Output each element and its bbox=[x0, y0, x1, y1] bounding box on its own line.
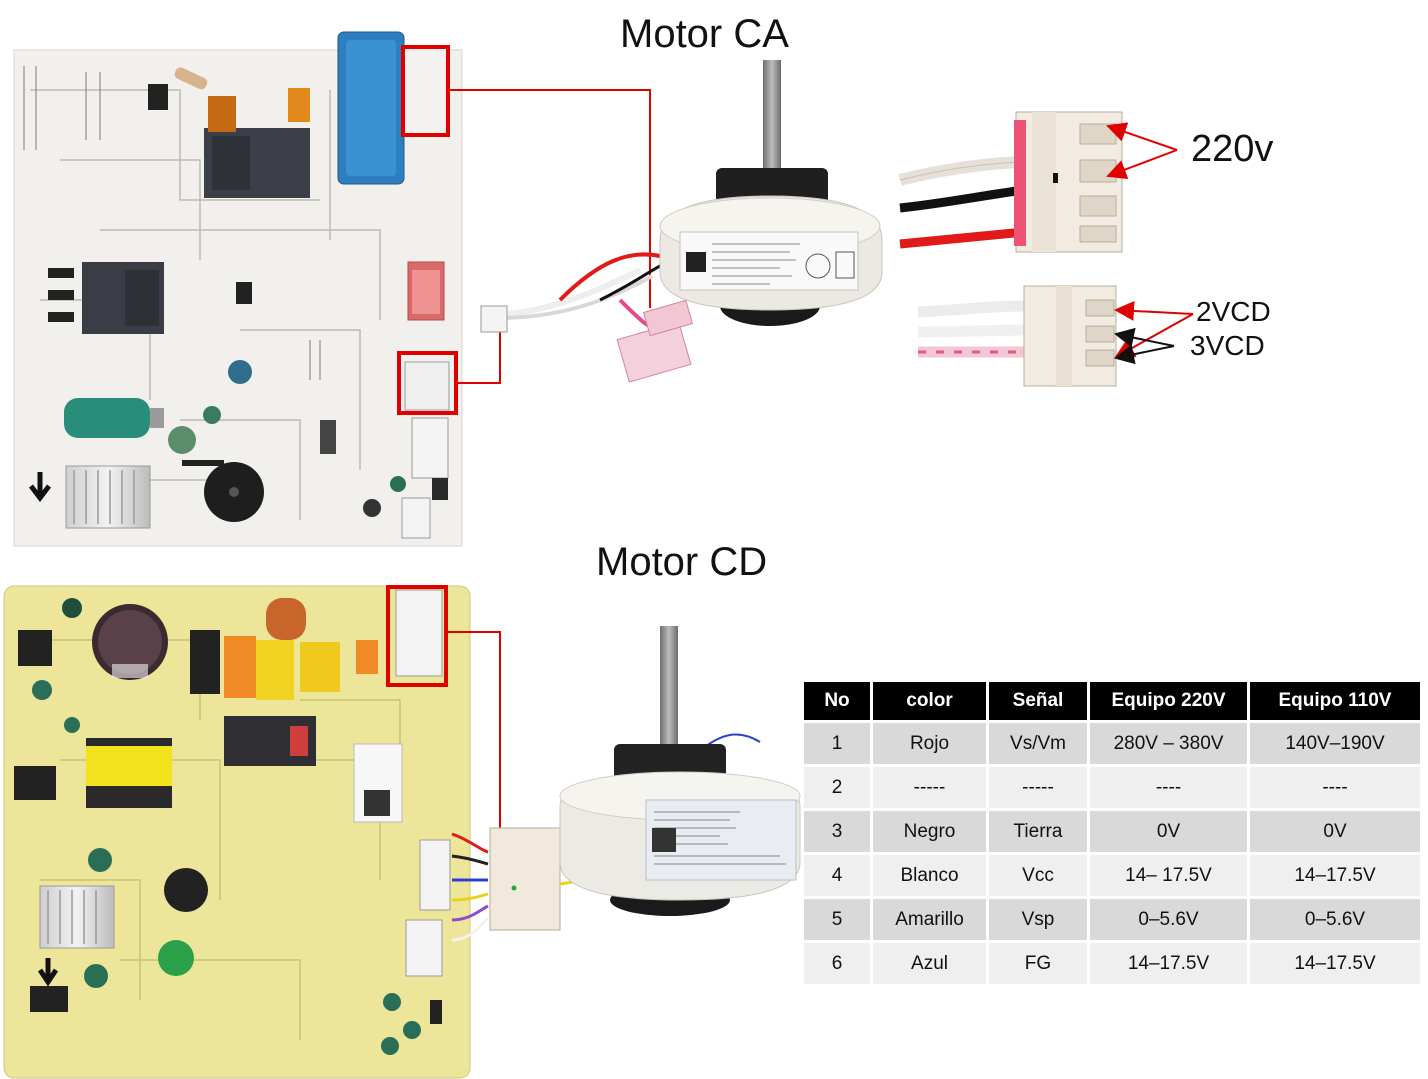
ac-signal-connector-detail bbox=[917, 285, 1194, 387]
cell-220v: ---- bbox=[1090, 767, 1247, 808]
cell-110v: 14–17.5V bbox=[1250, 943, 1420, 984]
cell-no: 2 bbox=[804, 767, 870, 808]
dc-fan-motor bbox=[451, 626, 801, 942]
header-no: No bbox=[804, 682, 870, 720]
ac-control-board bbox=[13, 31, 463, 547]
cell-220v: 14–17.5V bbox=[1090, 943, 1247, 984]
cell-no: 5 bbox=[804, 899, 870, 940]
cell-color: ----- bbox=[873, 767, 986, 808]
cell-color: Azul bbox=[873, 943, 986, 984]
cell-110v: 0–5.6V bbox=[1250, 899, 1420, 940]
cell-no: 6 bbox=[804, 943, 870, 984]
cell-220v: 280V – 380V bbox=[1090, 723, 1247, 764]
ac-power-connector-detail bbox=[898, 111, 1178, 253]
cell-220v: 0–5.6V bbox=[1090, 899, 1247, 940]
cell-220v: 14– 17.5V bbox=[1090, 855, 1247, 896]
dc-board-motor-connector-highlight bbox=[386, 585, 448, 687]
cell-no: 1 bbox=[804, 723, 870, 764]
cell-signal: ----- bbox=[989, 767, 1087, 808]
ac-signal-leader-line bbox=[456, 325, 501, 384]
cell-color: Rojo bbox=[873, 723, 986, 764]
header-color: color bbox=[873, 682, 986, 720]
cell-color: Negro bbox=[873, 811, 986, 852]
table-row: 1 Rojo Vs/Vm 280V – 380V 140V–190V bbox=[804, 723, 1420, 764]
dc-motor-title: Motor CD bbox=[596, 540, 768, 584]
cell-110v: 140V–190V bbox=[1250, 723, 1420, 764]
cell-signal: FG bbox=[989, 943, 1087, 984]
table-row: 5 Amarillo Vsp 0–5.6V 0–5.6V bbox=[804, 899, 1420, 940]
ac-power-leader-line bbox=[448, 89, 651, 308]
cell-110v: 0V bbox=[1250, 811, 1420, 852]
cell-signal: Vsp bbox=[989, 899, 1087, 940]
cell-signal: Vs/Vm bbox=[989, 723, 1087, 764]
cell-signal: Vcc bbox=[989, 855, 1087, 896]
table-header-row: No color Señal Equipo 220V Equipo 110V bbox=[804, 682, 1420, 720]
cell-110v: ---- bbox=[1250, 767, 1420, 808]
header-equipo-110v: Equipo 110V bbox=[1250, 682, 1420, 720]
dc-control-board bbox=[3, 585, 471, 1079]
ac-board-power-connector-highlight bbox=[401, 45, 450, 137]
header-equipo-220v: Equipo 220V bbox=[1090, 682, 1247, 720]
ac-motor-title: Motor CA bbox=[620, 12, 789, 56]
ac-signal-3vcd-label: 3VCD bbox=[1190, 330, 1265, 361]
cell-no: 3 bbox=[804, 811, 870, 852]
dc-motor-leader-line bbox=[446, 631, 501, 836]
cell-no: 4 bbox=[804, 855, 870, 896]
table-row: 4 Blanco Vcc 14– 17.5V 14–17.5V bbox=[804, 855, 1420, 896]
table-row: 2 ----- ----- ---- ---- bbox=[804, 767, 1420, 808]
cell-signal: Tierra bbox=[989, 811, 1087, 852]
cell-color: Blanco bbox=[873, 855, 986, 896]
header-signal: Señal bbox=[989, 682, 1087, 720]
cell-110v: 14–17.5V bbox=[1250, 855, 1420, 896]
ac-signal-2vcd-label: 2VCD bbox=[1196, 296, 1271, 327]
ac-fan-motor bbox=[480, 60, 883, 383]
ac-power-voltage-label: 220v bbox=[1191, 128, 1274, 170]
cell-220v: 0V bbox=[1090, 811, 1247, 852]
cell-color: Amarillo bbox=[873, 899, 986, 940]
table-row: 6 Azul FG 14–17.5V 14–17.5V bbox=[804, 943, 1420, 984]
dc-motor-pinout-table: No color Señal Equipo 220V Equipo 110V 1… bbox=[801, 679, 1423, 987]
table-row: 3 Negro Tierra 0V 0V bbox=[804, 811, 1420, 852]
